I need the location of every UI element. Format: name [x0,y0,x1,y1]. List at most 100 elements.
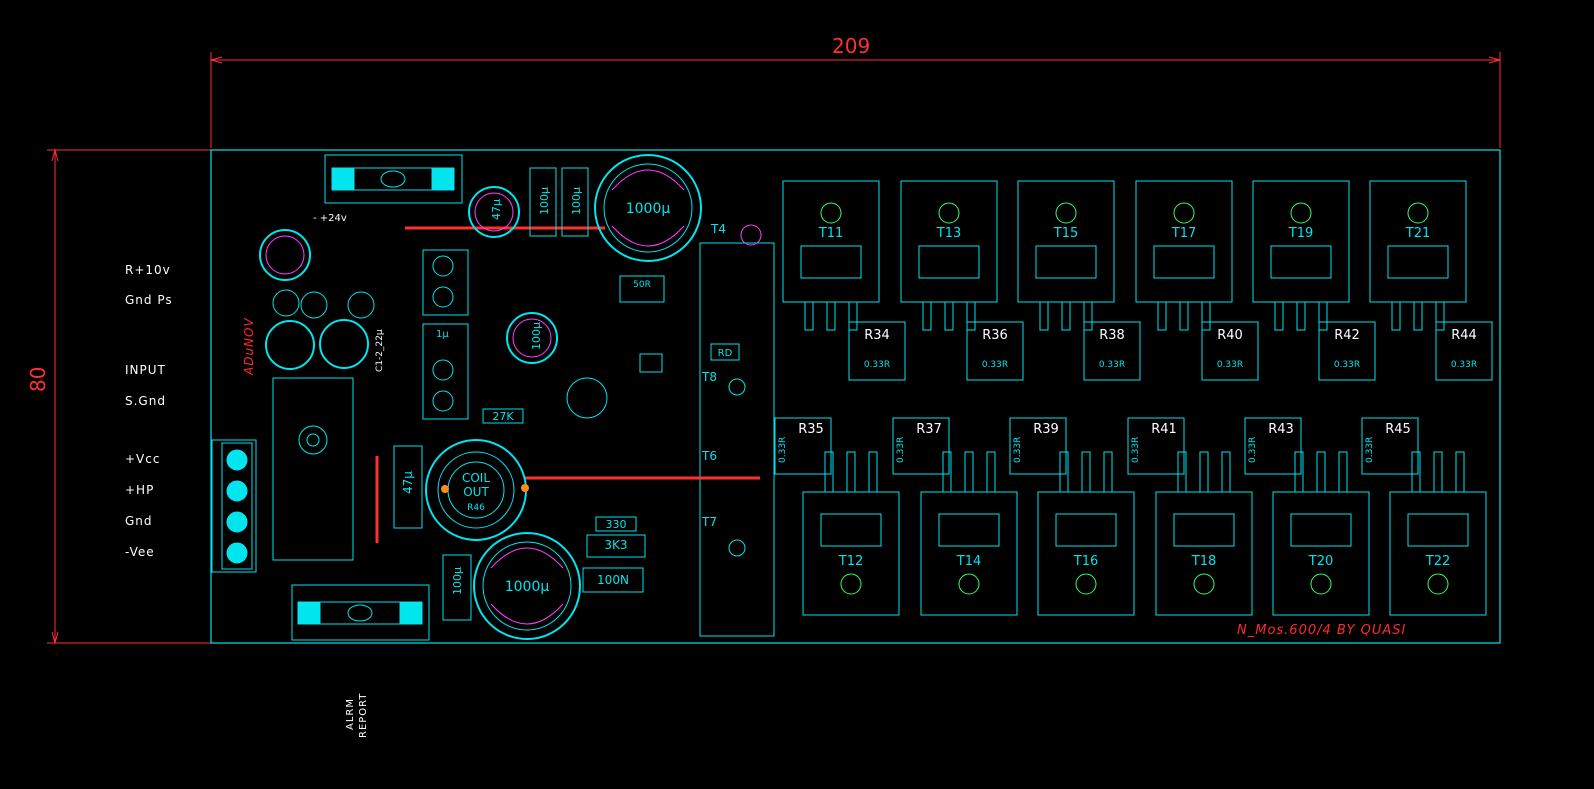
fuse-f2 [291,584,430,641]
transistor-t6-label: T6 [701,449,717,463]
transistor-label: T19 [1288,226,1313,241]
coil-line1: COIL [462,471,490,485]
small-components [259,167,762,621]
red-traces [375,226,760,543]
label-gnd-ps: Gnd Ps [125,293,173,307]
label-s-gnd: S.Gnd [125,394,166,408]
label-report: REPORT [358,692,369,739]
resistor-value: 0.33R [1099,360,1125,370]
resistor-label: R34 [864,328,890,343]
resistor-r41: R41 0.33R [1127,417,1185,475]
cap-47u-top-label: 47µ [490,199,503,220]
resistor-label: R41 [1151,422,1177,437]
side-author-label: ADuNOV [242,317,256,375]
transistor-t11: T11 [782,180,880,331]
rd-label: RD [718,348,733,359]
resistor-label: R44 [1451,328,1477,343]
cap-47u-label: 47µ [401,471,415,494]
fuse-f2-label: F2 [355,610,366,620]
supply-label: - +24v [313,213,347,224]
resistor-r37: R37 0.33R [892,417,950,475]
cap-bottom-value: 1000µ [505,579,550,595]
transistor-label: T16 [1073,554,1098,569]
cap-100u-top2-label: 100µ [570,187,583,215]
cap-100n-label: 100N [597,573,629,587]
resistor-value: 0.33R [778,437,788,463]
resistor-value: 0.33R [1131,437,1141,463]
resistor-r36: R36 0.33R [966,321,1024,381]
cap-1u-label: 1µ [436,329,449,340]
resistor-label: R35 [798,422,824,437]
resistor-value: 0.33R [1217,360,1243,370]
transistor-label: T15 [1053,226,1078,241]
label-r10v: R+10v [125,263,171,277]
output-terminal-block [211,439,257,573]
transistor-t15: T15 [1017,180,1115,331]
transistor-t13: T13 [900,180,998,331]
board-outline [210,149,1501,644]
transistor-t7-label: T7 [701,515,717,529]
res-27k-label: 27K [492,410,514,423]
resistor-value: 0.33R [1248,437,1258,463]
transistor-t22: T22 [1389,451,1487,616]
transistor-label: T22 [1425,554,1450,569]
transistor-label: T18 [1191,554,1216,569]
resistor-value: 0.33R [896,437,906,463]
transistor-t14: T14 [920,451,1018,616]
transistor-t19: T19 [1252,180,1350,331]
resistor-r40: R40 0.33R [1201,321,1259,381]
resistor-r39: R39 0.33R [1009,417,1067,475]
coil-ref: R46 [467,503,485,513]
resistor-r38: R38 0.33R [1083,321,1141,381]
transistor-t12: T12 [802,451,900,616]
transistor-t8-label: T8 [701,370,717,384]
transistor-t20: T20 [1272,451,1370,616]
transistor-t18: T18 [1155,451,1253,616]
cap-100u-top-label: 100µ [538,187,551,215]
resistor-label: R40 [1217,328,1243,343]
resistor-label: R38 [1099,328,1125,343]
resistor-label: R39 [1033,422,1059,437]
driver-heatsink [699,242,775,637]
res-3k3-label: 3K3 [604,538,627,552]
resistor-r43: R43 0.33R [1244,417,1302,475]
resistor-value: 0.33R [1013,437,1023,463]
transistor-label: T13 [936,226,961,241]
coil-line2: OUT [463,485,489,499]
transistor-t4-label: T4 [710,222,726,236]
cap-100u-mid-label: 100µ [530,322,543,350]
label-vee: -Vee [125,545,155,559]
top-emitter-resistors: R340.33RR360.33RR380.33RR400.33RR420.33R… [848,321,1493,381]
resistor-label: R36 [982,328,1008,343]
cap-c-bottom [473,532,581,640]
resistor-value: 0.33R [864,360,890,370]
label-input: INPUT [125,363,166,377]
resistor-label: R43 [1268,422,1294,437]
resistor-label: R37 [916,422,942,437]
output-coil [425,439,529,541]
transistor-label: T21 [1405,226,1430,241]
transistor-label: T17 [1171,226,1196,241]
transistor-label: T14 [956,554,981,569]
resistor-label: R45 [1385,422,1411,437]
transistor-label: T11 [818,226,843,241]
resistor-r34: R34 0.33R [848,321,906,381]
label-gnd: Gnd [125,514,153,528]
res-330-label: 330 [606,518,627,531]
bottom-emitter-resistors: R35 0.33R R37 0.33R R39 0.33R R41 0.33R R43 0.33R… [774,417,1419,475]
resistor-label: R42 [1334,328,1360,343]
c1-label: C1-2_22µ [375,329,385,372]
transistor-label: T20 [1308,554,1333,569]
label-hp: +HP [125,483,155,497]
fuse-f1-label: F1 [388,176,399,186]
width-dimension-label: 209 [832,34,871,58]
cap-100u-label: 100µ [451,567,464,595]
label-vcc: +Vcc [125,452,161,466]
resistor-r35: R35 0.33R [774,417,832,475]
resistor-value: 0.33R [982,360,1008,370]
top-power-transistors: T11 T13 T15 T17 T19 T21 [782,180,1467,331]
fuse-f1 [324,154,463,204]
